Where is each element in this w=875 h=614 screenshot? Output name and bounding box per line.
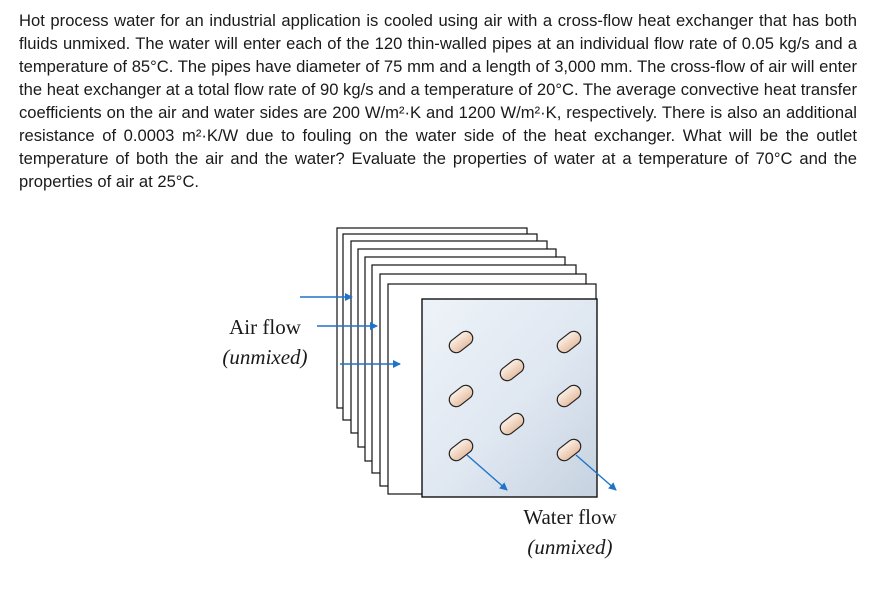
tube [556,384,582,408]
air-flow-arrows [300,293,401,368]
water-flow-arrows [466,454,617,491]
problem-statement: Hot process water for an industrial appl… [19,11,857,191]
tube [556,330,582,354]
water-arrow [466,454,508,491]
tube [448,330,474,354]
water-arrow [575,454,617,491]
tube [556,438,582,462]
tube [499,412,525,436]
air-flow-sublabel: (unmixed) [222,345,307,369]
tube [448,438,474,462]
tube [499,358,525,382]
water-flow-sublabel: (unmixed) [527,535,612,559]
tube-grid [448,330,582,462]
water-flow-label: Water flow [523,505,617,529]
air-flow-label: Air flow [229,315,302,339]
tube [448,384,474,408]
